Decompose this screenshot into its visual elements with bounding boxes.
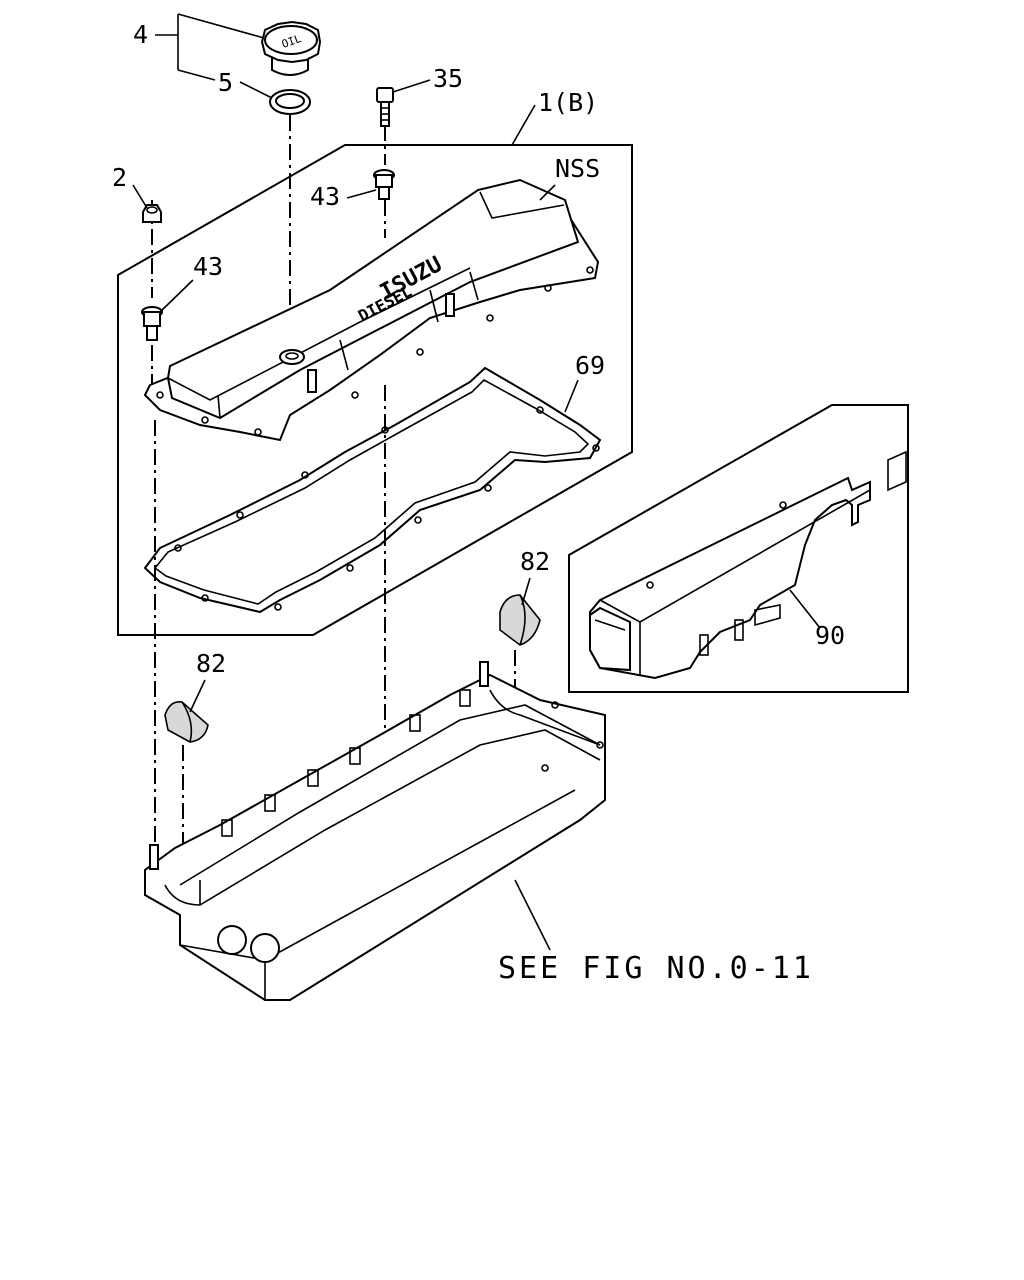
callout-2: 2 bbox=[112, 163, 127, 192]
callout-82-right: 82 bbox=[520, 547, 550, 576]
figure-reference: SEE FIG NO.0-11 bbox=[498, 951, 814, 986]
callout-82-left: 82 bbox=[196, 649, 226, 678]
callout-35: 35 bbox=[433, 64, 463, 93]
assembly-frame-1b bbox=[117, 144, 633, 636]
o-ring bbox=[269, 89, 311, 115]
cylinder-head bbox=[144, 661, 606, 1001]
nut bbox=[142, 204, 162, 223]
rubber-plug-right bbox=[499, 594, 541, 646]
side-cover-90 bbox=[589, 450, 907, 680]
grommet-lower bbox=[141, 306, 163, 341]
callout-90: 90 bbox=[815, 621, 845, 650]
callout-69: 69 bbox=[575, 351, 605, 380]
grommet-upper bbox=[373, 169, 395, 200]
cylinder-head-cover: ISUZU DIESEL bbox=[143, 178, 600, 442]
callout-nss: NSS bbox=[555, 154, 600, 183]
callout-4: 4 bbox=[133, 20, 148, 49]
oil-filler-cap: OIL bbox=[260, 20, 322, 76]
callout-5: 5 bbox=[218, 68, 233, 97]
callout-43-upper: 43 bbox=[310, 182, 340, 211]
bolt-35 bbox=[376, 87, 394, 127]
leader-lines bbox=[132, 13, 821, 951]
head-cover-gasket bbox=[143, 366, 602, 614]
assembly-frame-90 bbox=[568, 404, 909, 693]
callout-43-lower: 43 bbox=[193, 252, 223, 281]
rubber-plug-left bbox=[164, 700, 209, 743]
callout-1b: 1(B) bbox=[538, 88, 598, 117]
